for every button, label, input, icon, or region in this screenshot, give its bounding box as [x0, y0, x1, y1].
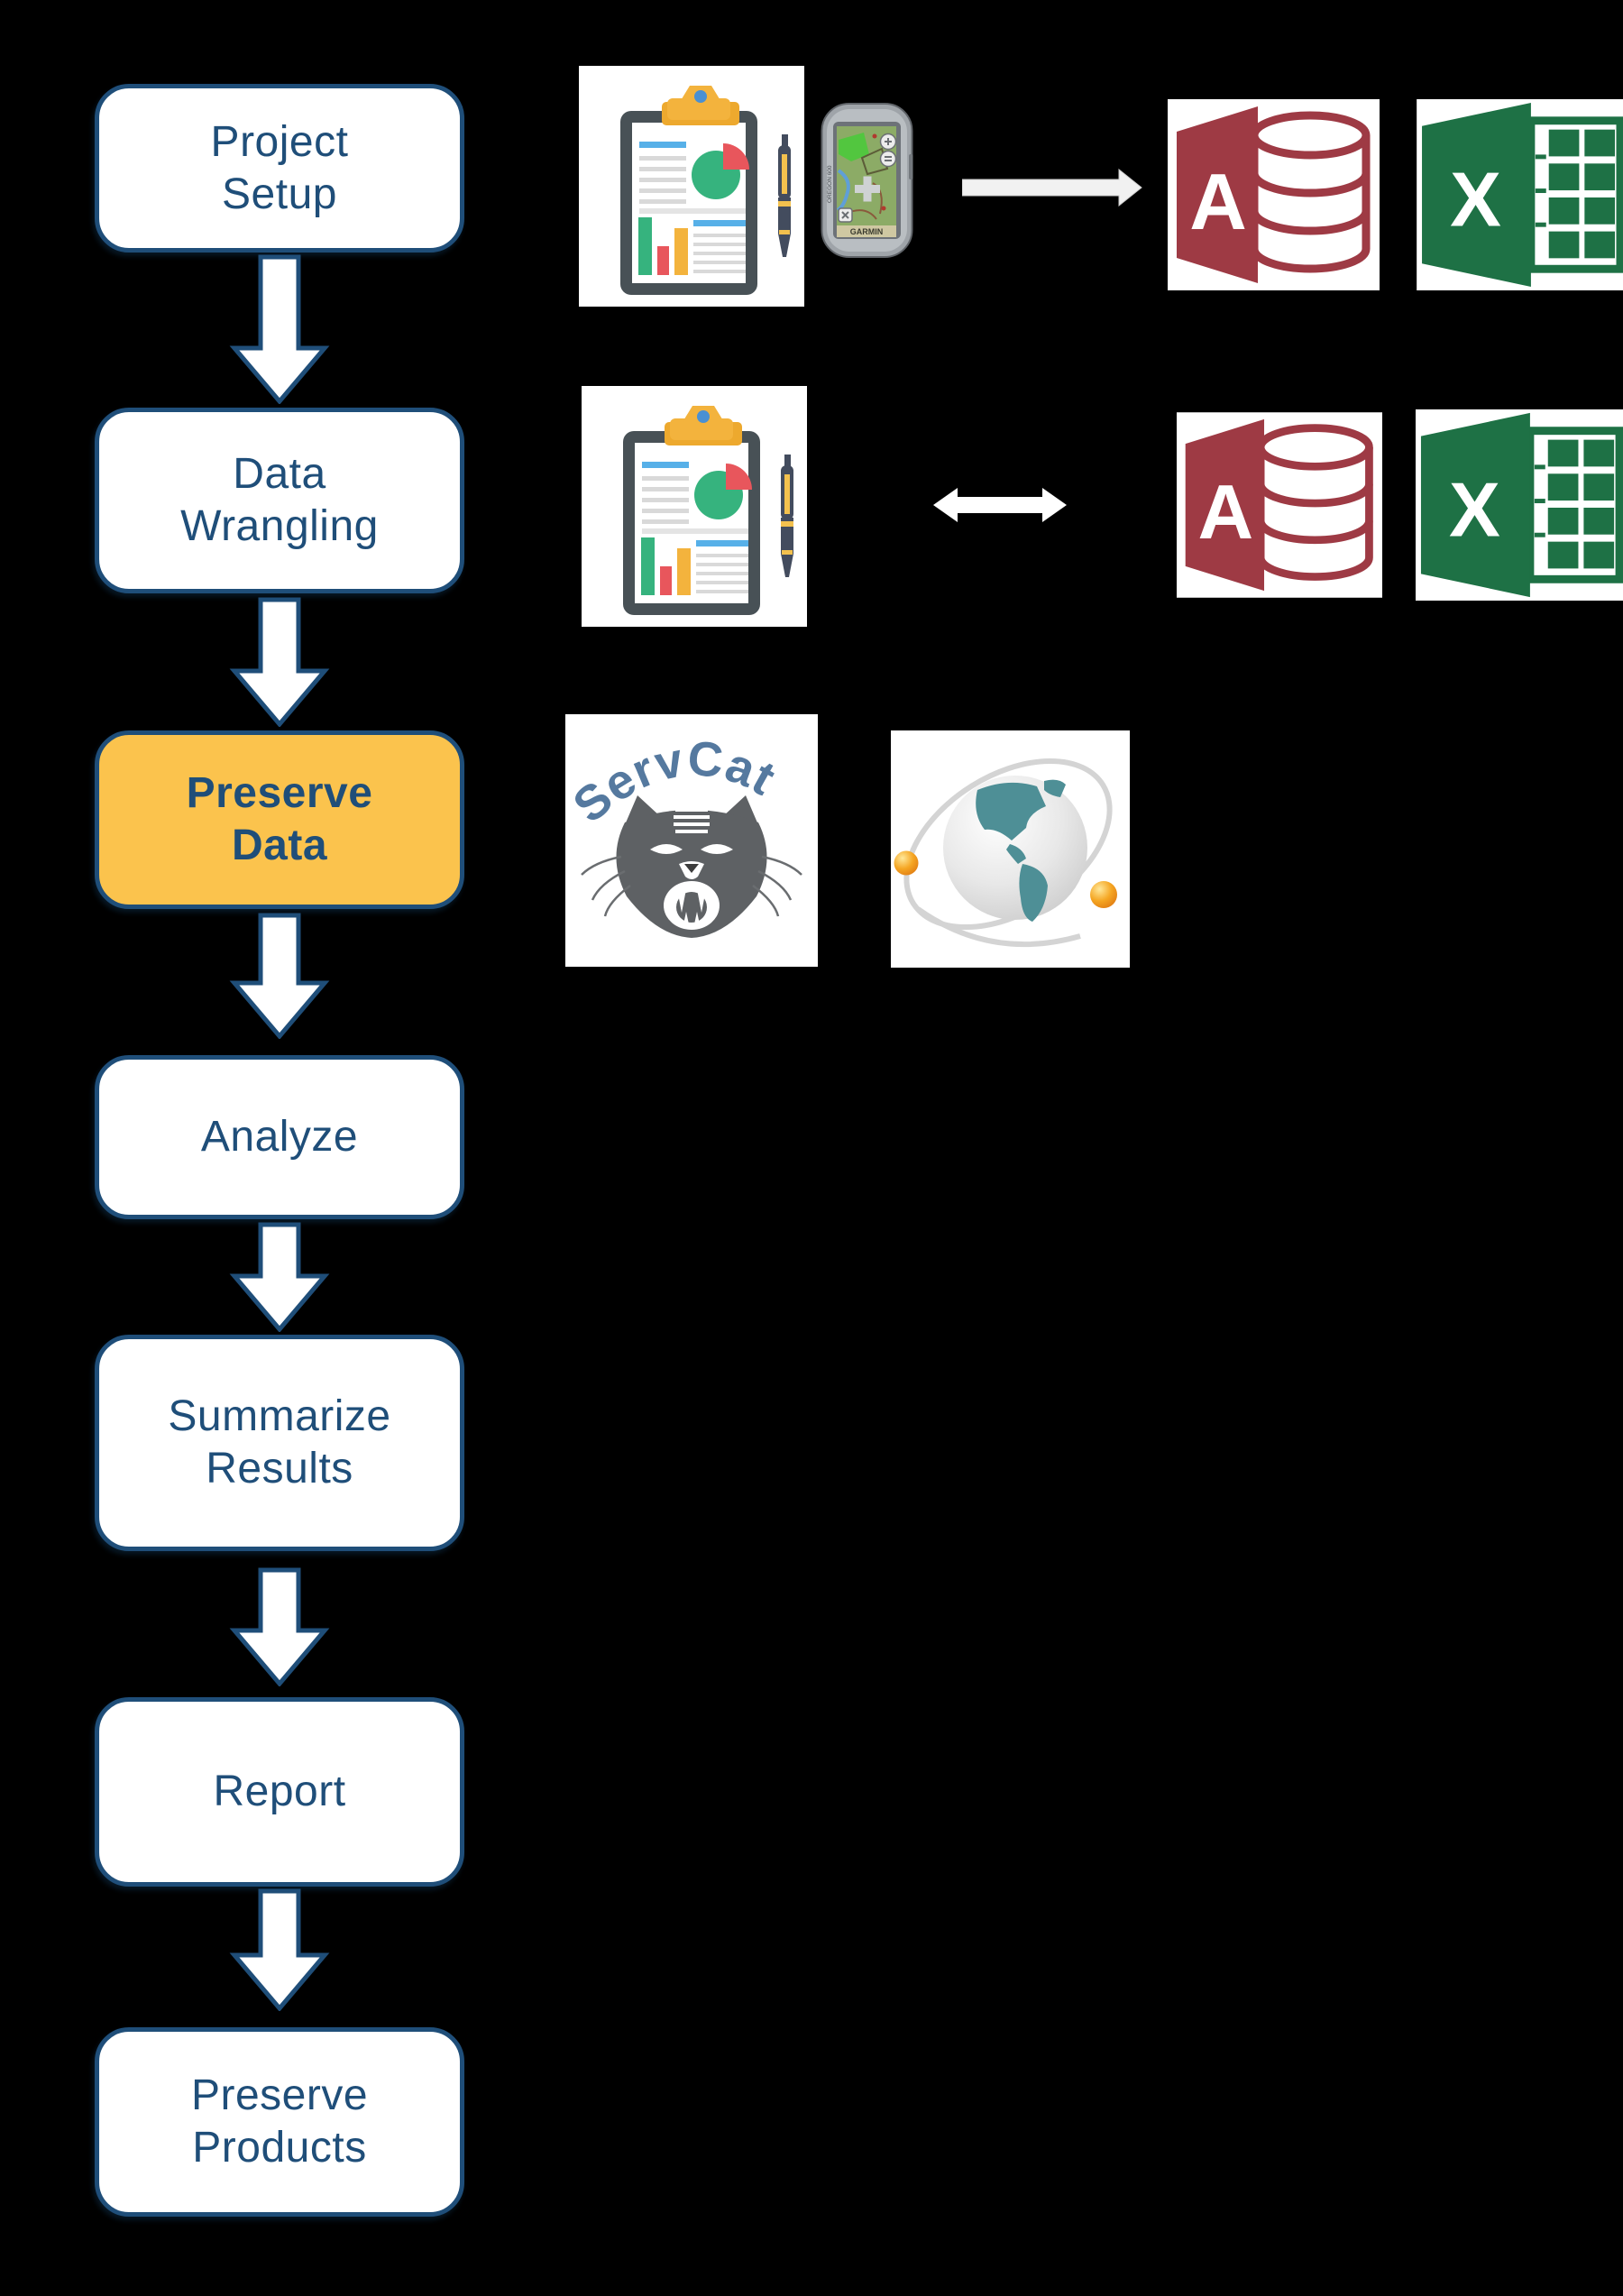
step-label: Project [210, 117, 349, 166]
right-arrow-icon [962, 169, 1142, 207]
globe-orbit-icon [891, 730, 1130, 968]
down-arrow-1 [229, 254, 330, 404]
down-arrow-2 [229, 597, 330, 727]
flow-step-preserve-data: Preserve Data [95, 730, 464, 909]
step-label: Preserve [186, 769, 373, 817]
down-arrow-4 [229, 1222, 330, 1332]
access-icon: A [1168, 99, 1380, 290]
gps-brand-text: GARMIN [850, 227, 884, 236]
clipboard-report-icon [582, 386, 807, 627]
gps-model-text: OREGON 600 [827, 165, 833, 203]
step-label: Results [206, 1445, 353, 1492]
excel-icon: X [1416, 99, 1623, 290]
clipboard-report-icon [579, 66, 804, 307]
flow-step-analyze: Analyze [95, 1055, 464, 1219]
flow-step-summarize-results: Summarize Results [95, 1335, 464, 1551]
servcat-logo: ServCat [565, 714, 818, 967]
access-letter: A [1189, 157, 1247, 246]
down-arrow-5 [229, 1567, 330, 1686]
step-label: Preserve [190, 2071, 369, 2119]
step-label: Wrangling [180, 502, 379, 550]
excel-icon: X [1416, 409, 1623, 602]
flow-step-data-wrangling: Data Wrangling [95, 408, 464, 593]
step-label: Report [213, 1768, 346, 1815]
flow-step-project-setup: Project Setup [95, 84, 464, 253]
down-arrow-6 [229, 1888, 330, 2011]
access-letter: A [1198, 470, 1254, 556]
left-right-arrow-icon [933, 488, 1067, 522]
step-label: Products [192, 2124, 367, 2172]
access-icon: A [1177, 409, 1382, 602]
flow-step-report: Report [95, 1697, 464, 1887]
garmin-gps-icon: GARMIN OREGON 600 [821, 103, 913, 258]
step-label: Summarize [168, 1392, 391, 1440]
excel-letter: X [1449, 468, 1500, 554]
step-label: Data [231, 822, 328, 869]
step-label: Data [233, 450, 326, 498]
step-label: Setup [222, 170, 337, 218]
flow-step-preserve-products: Preserve Products [95, 2027, 464, 2217]
step-label: Analyze [200, 1113, 359, 1161]
down-arrow-3 [229, 913, 330, 1039]
excel-letter: X [1450, 158, 1501, 243]
